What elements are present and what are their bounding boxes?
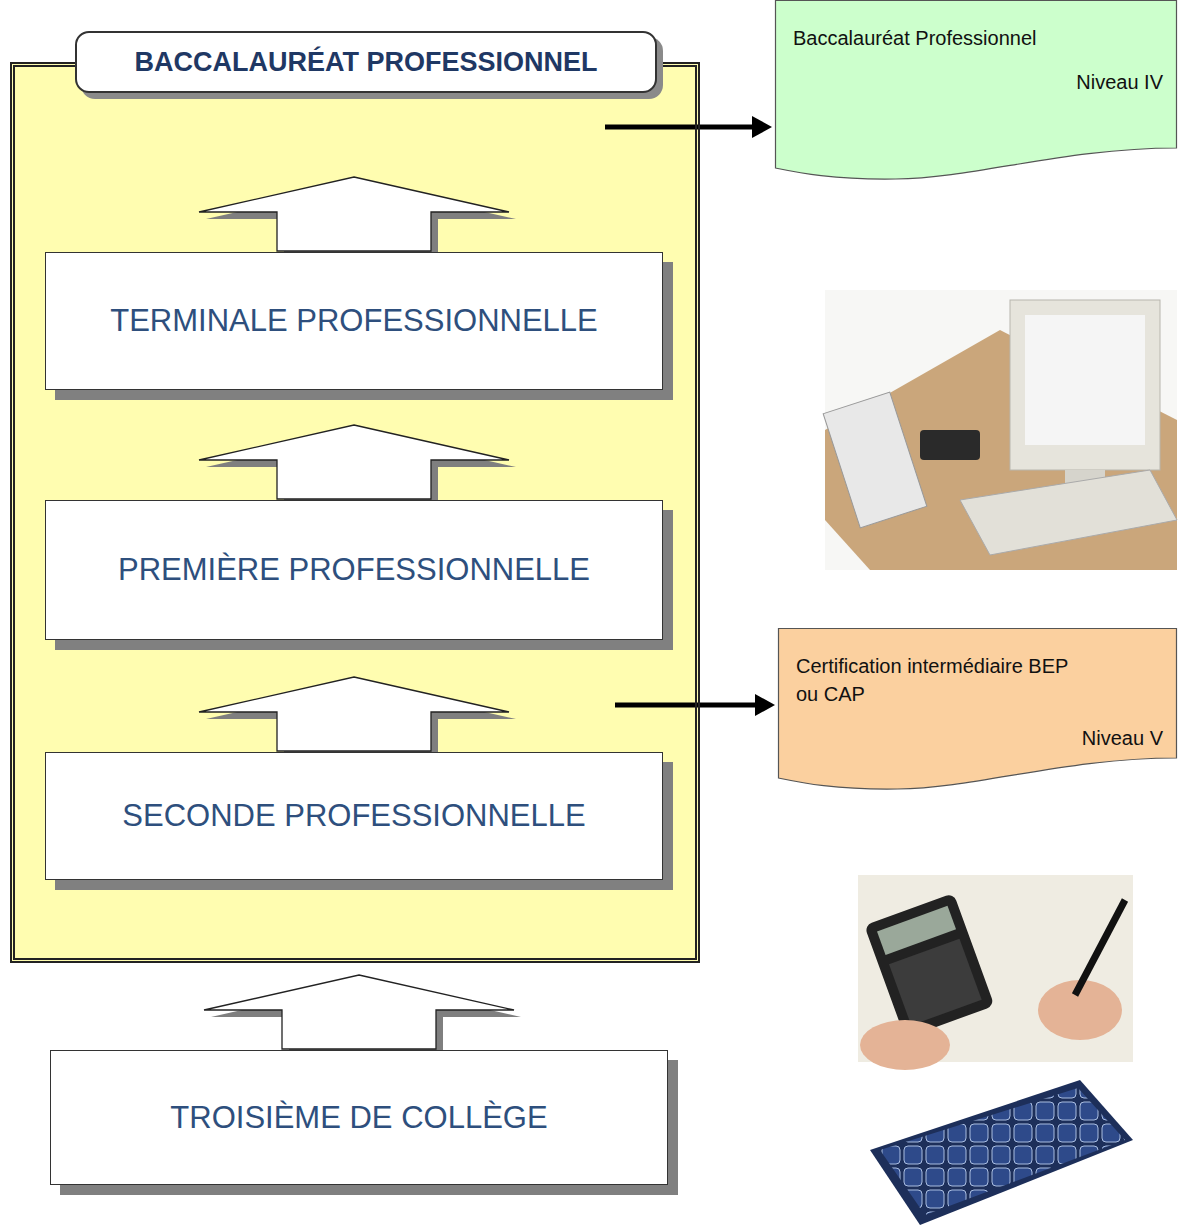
computer-photo [823,290,1177,570]
keyboard-photo [855,1075,1133,1228]
arrow-head [755,694,775,716]
connector [204,975,521,1056]
document-shape: Baccalauréat ProfessionnelNiveau IV [775,0,1177,180]
block-arrow [199,425,509,499]
keyboard [960,470,1177,555]
connector [615,694,775,716]
class-level: TROISIÈME DE COLLÈGE [158,1100,559,1136]
process-box: TROISIÈME DE COLLÈGE [50,1050,668,1185]
panel: BACCALAURÉAT PROFESSIONNELTERMINALE PROF… [10,62,700,963]
document-tray [823,392,927,528]
document-shape: Certification intermédiaire BEP ou CAP Ni… [778,628,1177,790]
panel-fill [12,64,698,961]
calculator [864,893,994,1038]
phone [920,430,980,460]
block-arrow [199,677,509,751]
pen [1075,900,1125,995]
process-box: PREMIÈRE PROFESSIONNELLE [45,500,663,640]
class-level: SECONDE PROFESSIONNELLE [110,798,597,834]
document-fill [779,629,1177,790]
arrow-shaft [605,125,758,130]
level-label: Niveau V [796,724,1163,752]
diploma-name: Baccalauréat Professionnel [793,24,1153,52]
photo-ground [855,1075,1133,1228]
connector [199,677,516,758]
connector [199,177,516,258]
process-box: SECONDE PROFESSIONNELLE [45,752,663,880]
level-label: Niveau IV [793,68,1163,96]
keyboard-keys [880,1088,1125,1215]
keyboard-body [870,1080,1133,1225]
document-fill [776,1,1177,180]
calculator-body [864,893,994,1038]
monitor [1010,300,1160,470]
arrow-shaft [615,703,761,708]
block-arrow [204,975,514,1049]
monitor-screen [1025,315,1145,445]
block-arrow [199,177,509,251]
calculator-keys [889,939,982,1026]
calculator-photo [858,875,1133,1070]
class-level: TERMINALE PROFESSIONNELLE [98,303,610,339]
panel-heading: BACCALAURÉAT PROFESSIONNEL [75,31,657,93]
diploma-name: Certification intermédiaire BEP ou CAP [796,652,1071,708]
connector [199,425,516,506]
connector [605,116,772,138]
process-box: TERMINALE PROFESSIONNELLE [45,252,663,390]
arrow-head [752,116,772,138]
hand [860,1020,950,1070]
class-level: PREMIÈRE PROFESSIONNELLE [106,552,602,588]
document-outline [778,628,1177,790]
